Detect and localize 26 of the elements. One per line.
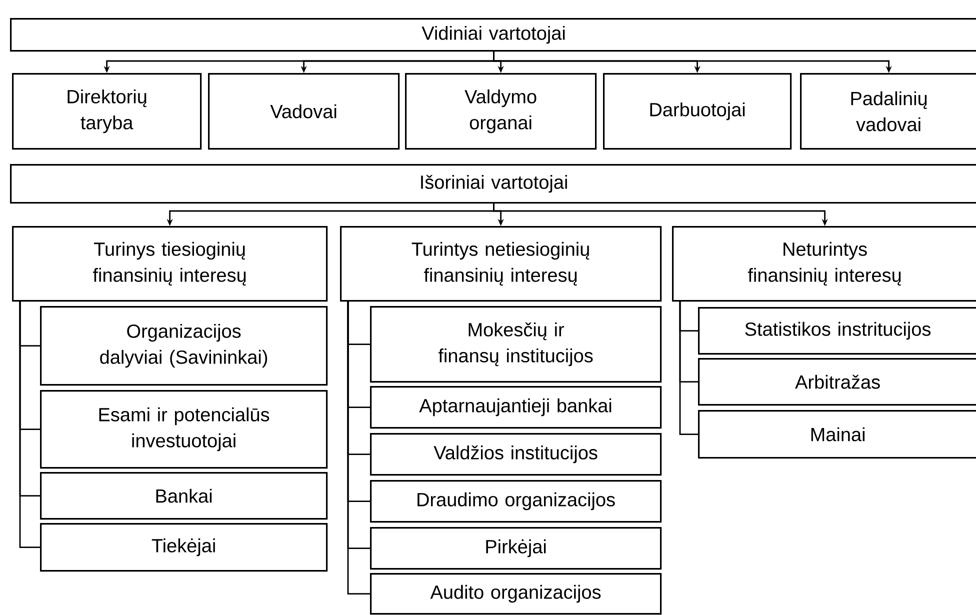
item-box: Mokesčių ir finansų institucijos xyxy=(370,306,662,383)
category-box: Turintys netiesioginių finansinių interesų xyxy=(340,226,662,302)
bracket-line xyxy=(679,300,698,435)
item-box: Pirkėjai xyxy=(370,527,662,570)
item-box: Mainai xyxy=(698,410,976,459)
category-box: Direktorių taryba xyxy=(12,73,202,150)
category-box: Padalinių vadovai xyxy=(800,73,976,150)
group-header-box: Vidiniai vartotojai xyxy=(10,18,976,52)
category-box: Darbuotojai xyxy=(603,73,792,150)
item-box: Audito organizacijos xyxy=(370,573,662,615)
bracket-line xyxy=(19,300,40,548)
item-box: Arbitražas xyxy=(698,358,976,406)
item-box: Esami ir potencialūs investuotojai xyxy=(40,390,328,469)
bracket-line xyxy=(347,300,370,594)
item-box: Aptarnaujantieji bankai xyxy=(370,386,662,429)
item-box: Statistikos instritucijos xyxy=(698,307,976,355)
category-box: Turinys tiesioginių finansinių interesų xyxy=(12,226,328,302)
category-box: Neturintys finansinių interesų xyxy=(672,226,976,302)
item-box: Tiekėjai xyxy=(40,523,328,572)
group-header-box: Išoriniai vartotojai xyxy=(10,164,976,204)
category-box: Vadovai xyxy=(208,73,400,150)
item-box: Bankai xyxy=(40,472,328,520)
item-box: Organizacijos dalyviai (Savininkai) xyxy=(40,306,328,386)
item-box: Draudimo organizacijos xyxy=(370,480,662,523)
category-box: Valdymo organai xyxy=(405,73,597,150)
item-box: Valdžios institucijos xyxy=(370,433,662,476)
